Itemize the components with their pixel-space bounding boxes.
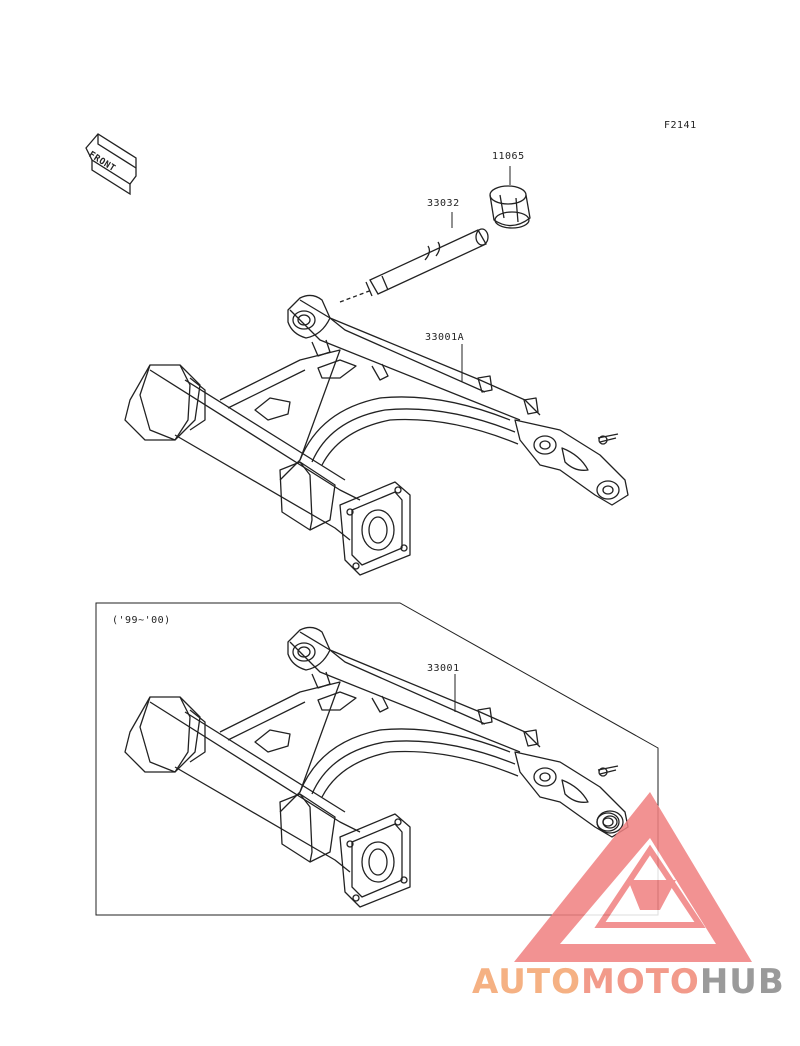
rear-eye-drawing bbox=[596, 810, 624, 834]
watermark-part-hub: HUB bbox=[699, 962, 785, 1002]
front-arrow-icon bbox=[85, 133, 137, 196]
watermark-triangle-icon bbox=[514, 792, 752, 962]
watermark-part-auto: AUTO bbox=[472, 962, 581, 1002]
variant-frame bbox=[95, 602, 659, 916]
leader-lines bbox=[451, 166, 511, 712]
swingarm-33001-drawing bbox=[124, 626, 629, 908]
watermark-part-moto: MOTO bbox=[580, 962, 700, 1002]
bushing-drawing bbox=[489, 185, 531, 229]
part-label-33032: 33032 bbox=[427, 198, 460, 209]
swingarm-33001A-drawing bbox=[124, 294, 629, 576]
part-label-33001A: 33001A bbox=[425, 332, 465, 343]
pivot-shaft-drawing bbox=[339, 228, 489, 303]
part-label-11065: 11065 bbox=[492, 151, 525, 162]
figure-code: F2141 bbox=[664, 120, 697, 131]
watermark-logo: AUTOMOTOHUB bbox=[472, 962, 785, 1002]
variant-label: ('99~'00) bbox=[112, 615, 171, 626]
part-label-33001: 33001 bbox=[427, 663, 460, 674]
